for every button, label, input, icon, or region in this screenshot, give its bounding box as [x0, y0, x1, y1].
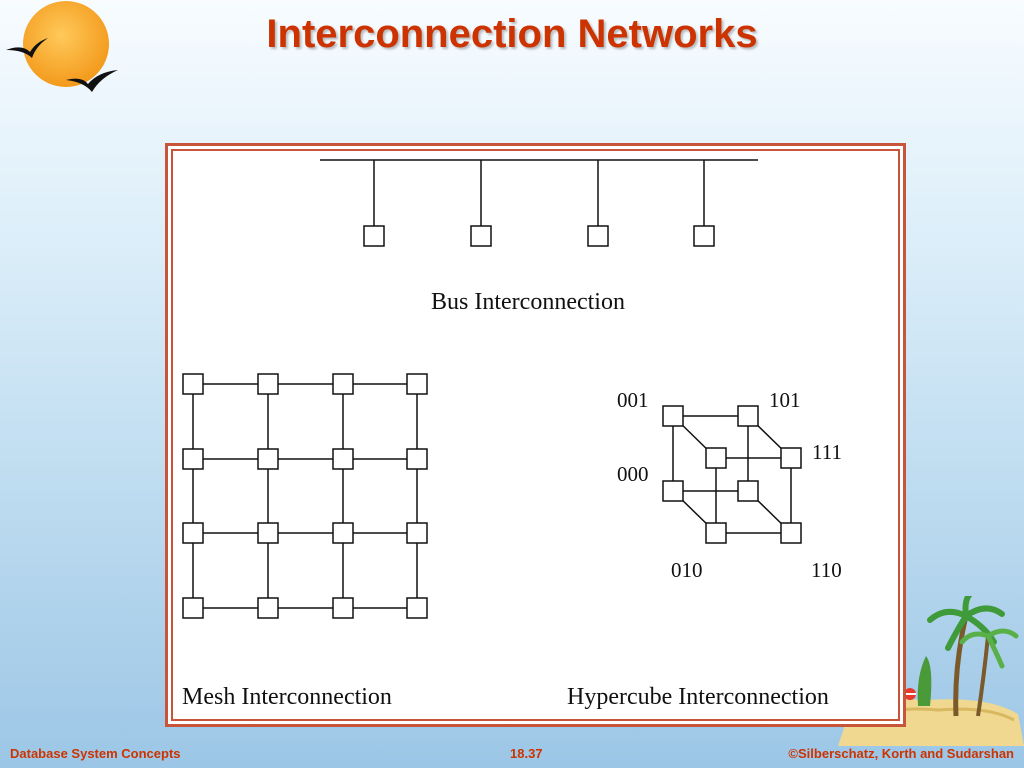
footer-copyright: ©Silberschatz, Korth and Sudarshan — [788, 746, 1014, 761]
mesh-node — [257, 448, 279, 470]
mesh-node — [182, 522, 204, 544]
mesh-node — [257, 522, 279, 544]
hypercube-label-010: 010 — [671, 558, 703, 582]
mesh-node — [182, 448, 204, 470]
hypercube-interconnection — [662, 405, 802, 544]
mesh-node — [257, 597, 279, 619]
mesh-node — [182, 597, 204, 619]
hypercube-node-101 — [737, 405, 759, 427]
mesh-node — [332, 448, 354, 470]
mesh-node — [332, 597, 354, 619]
hypercube-node-010 — [705, 522, 727, 544]
interconnection-diagram: Bus Interconnection Mesh Interconnection… — [182, 159, 842, 710]
mesh-node — [406, 448, 428, 470]
mesh-node — [332, 373, 354, 395]
bus-node — [470, 225, 492, 247]
bus-node — [363, 225, 385, 247]
bus-node — [587, 225, 609, 247]
hypercube-node-001 — [662, 405, 684, 427]
bird-icon — [66, 70, 118, 92]
bus-node — [693, 225, 715, 247]
diagram-frame: Bus Interconnection Mesh Interconnection… — [165, 143, 906, 727]
mesh-node — [257, 373, 279, 395]
mesh-interconnection — [182, 373, 428, 619]
mesh-label: Mesh Interconnection — [182, 684, 392, 710]
hypercube-label: Hypercube Interconnection — [567, 684, 829, 710]
hypercube-label-000: 000 — [617, 462, 649, 486]
hypercube-node-110 — [780, 522, 802, 544]
mesh-node — [406, 522, 428, 544]
mesh-node — [406, 597, 428, 619]
sun-logo-icon — [6, 1, 118, 92]
hypercube-label-001: 001 — [617, 388, 649, 412]
mesh-node — [332, 522, 354, 544]
hypercube-node-011 — [705, 447, 727, 469]
hypercube-label-111: 111 — [812, 440, 842, 464]
hypercube-node-000 — [662, 480, 684, 502]
mesh-node — [406, 373, 428, 395]
hypercube-label-101: 101 — [769, 388, 801, 412]
slide-title: Interconnection Networks — [266, 12, 758, 56]
bird-icon — [6, 38, 48, 58]
bus-label: Bus Interconnection — [431, 289, 625, 315]
hypercube-label-110: 110 — [811, 558, 842, 582]
bus-interconnection — [320, 159, 758, 247]
hypercube-node-111 — [780, 447, 802, 469]
footer-page-number: 18.37 — [510, 746, 543, 761]
mesh-node — [182, 373, 204, 395]
footer-course: Database System Concepts — [10, 746, 181, 761]
hypercube-node-100 — [737, 480, 759, 502]
